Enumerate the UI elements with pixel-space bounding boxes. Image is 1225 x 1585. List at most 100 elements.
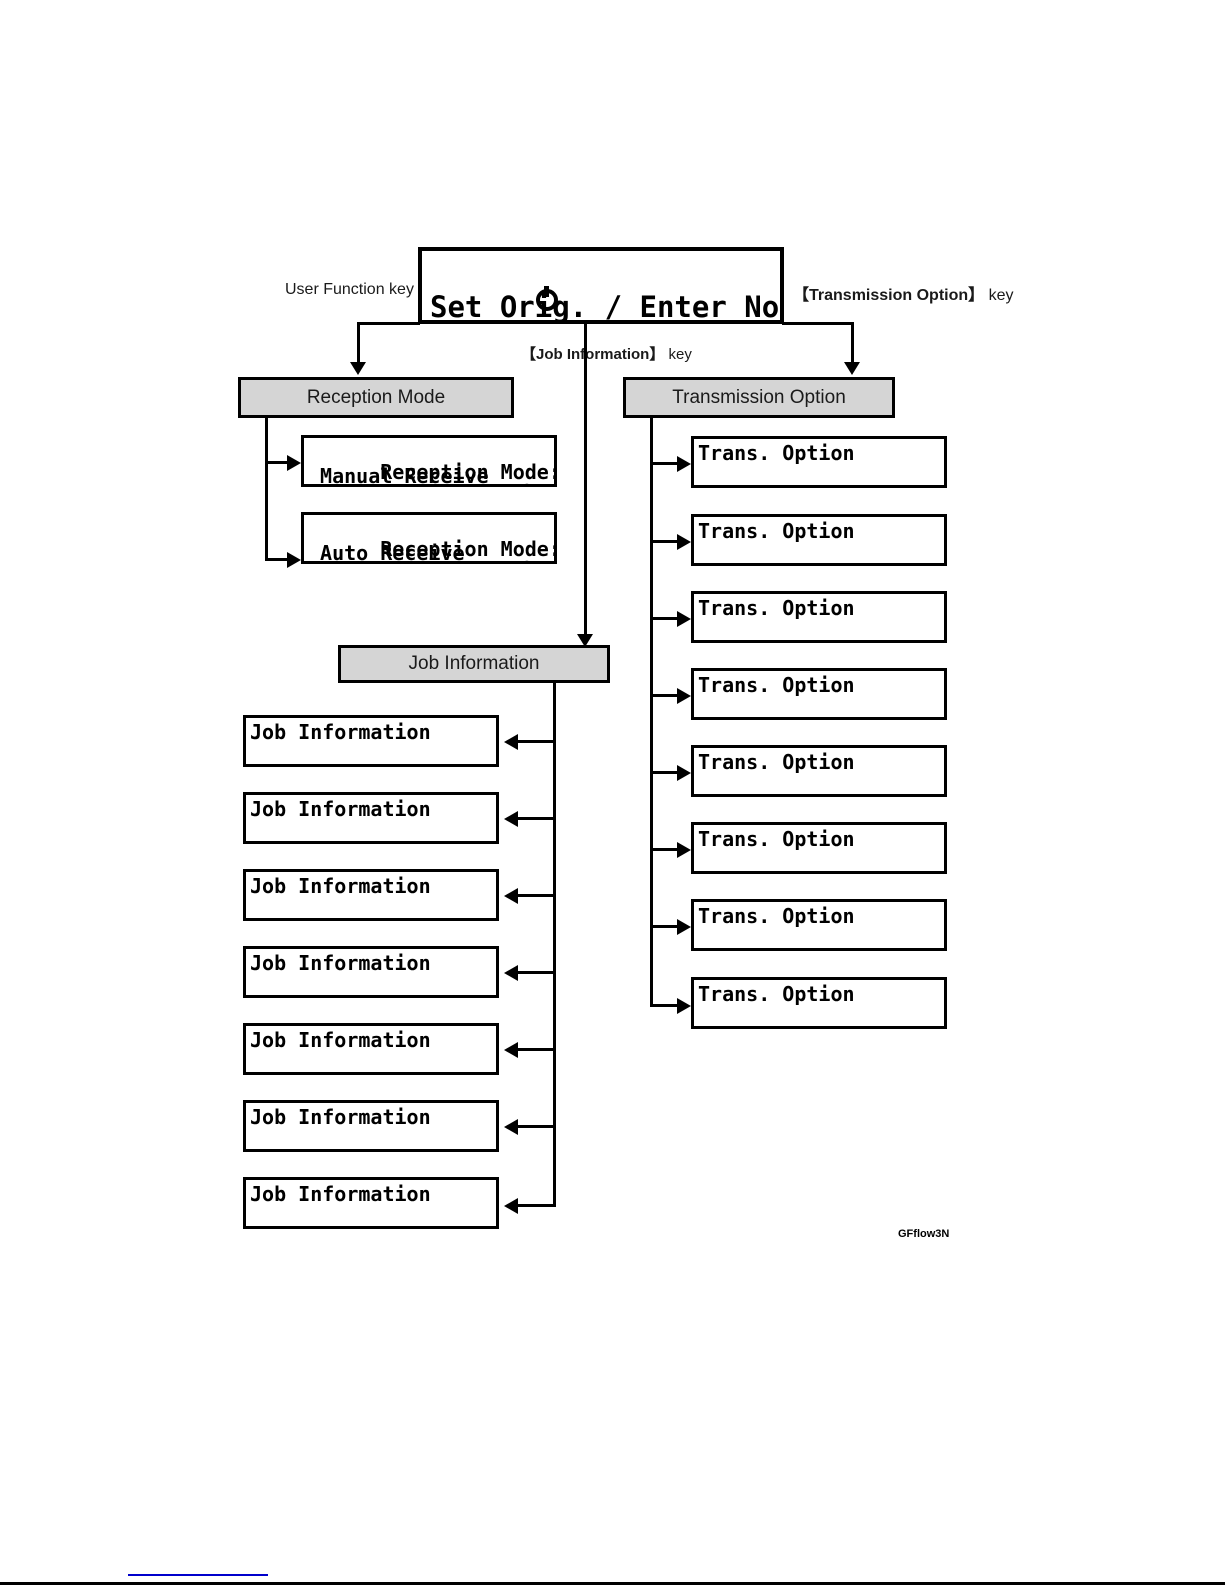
job-information-arrow-2 xyxy=(504,811,518,827)
job-information-item-7[interactable]: Job Information 7.Memory Status ◀▶ xyxy=(243,1177,499,1229)
job-information-item-3-line2-text: 3.RX Status xyxy=(322,918,454,921)
transmission-option-item-8-line2: 9.Transf. Request ◀▶ xyxy=(698,1008,940,1026)
job-information-item-7-line2: 7.Memory Status ◀▶ xyxy=(250,1208,492,1226)
transmission-option-item-5-line2-text: 6.Label Insertion xyxy=(770,794,947,797)
job-information-stub-7 xyxy=(518,1204,556,1207)
transmission-arrow-1 xyxy=(677,456,691,472)
transmission-option-item-7[interactable]: Trans. Option 8.Polling RX ◀▶ xyxy=(691,899,947,951)
transmission-option-item-6-line2-text: 7.Auto Reduction xyxy=(770,871,947,874)
job-information-arrow-5 xyxy=(504,1042,518,1058)
job-information-stub-2 xyxy=(518,817,556,820)
job-information-arrow-7 xyxy=(504,1198,518,1214)
job-information-stub-1 xyxy=(518,740,556,743)
transmission-option-item-6[interactable]: Trans. Option 7.Auto Reduction ◀▶ xyxy=(691,822,947,874)
reception-arrow-2 xyxy=(287,552,301,568)
job-information-stub-6 xyxy=(518,1125,556,1128)
connector-right-vertical xyxy=(851,322,854,364)
job-information-item-7-line2-text: 7.Memory Status xyxy=(322,1226,499,1229)
job-information-arrow-1 xyxy=(504,734,518,750)
transmission-option-item-7-line1: Trans. Option xyxy=(698,904,855,928)
job-information-spine xyxy=(553,683,556,1207)
branch-header-job-information[interactable]: Job Information xyxy=(338,645,610,683)
job-information-item-5-line1: Job Information xyxy=(250,1028,431,1052)
reception-mode-item-2-line1: Reception Mode: ◀▶/OK xyxy=(308,519,554,561)
job-information-item-2[interactable]: Job Information 2.TX Status ◀▶ xyxy=(243,792,499,844)
transmission-option-item-8[interactable]: Trans. Option 9.Transf. Request ◀▶ xyxy=(691,977,947,1029)
reception-mode-item-2-line1-text: Reception Mode: xyxy=(380,537,557,561)
bottom-link-underline[interactable] xyxy=(128,1574,268,1576)
reception-mode-item-1-line1: Reception Mode: ◀▶/OK xyxy=(308,442,554,484)
job-information-item-3[interactable]: Job Information 3.RX Status ◀▶ xyxy=(243,869,499,921)
transmission-arrow-2 xyxy=(677,534,691,550)
job-information-item-4-line1: Job Information xyxy=(250,951,431,975)
branch-header-reception-mode-label: Reception Mode xyxy=(306,386,446,408)
reception-stub-2 xyxy=(265,558,289,561)
connector-left-vertical xyxy=(357,322,360,364)
job-information-item-6[interactable]: Job Information 6.Print Journal ◀▶ xyxy=(243,1100,499,1152)
connector-left-horizontal xyxy=(357,322,420,325)
transmission-option-item-3-line1: Trans. Option xyxy=(698,596,855,620)
branch-header-reception-mode[interactable]: Reception Mode xyxy=(238,377,514,418)
job-information-stub-4 xyxy=(518,971,556,974)
reception-arrow-1 xyxy=(287,455,301,471)
job-information-stub-3 xyxy=(518,894,556,897)
reception-spine xyxy=(265,418,268,561)
job-information-item-5-line2-text: 5.Print TX File xyxy=(322,1072,499,1075)
job-information-item-1[interactable]: Job Information 1.Cancel TX / RX ◀▶ xyxy=(243,715,499,767)
job-information-item-6-line1: Job Information xyxy=(250,1105,431,1129)
job-information-stub-5 xyxy=(518,1048,556,1051)
main-lcd-line1: Ready 100% xyxy=(430,257,776,320)
transmission-option-item-1[interactable]: Trans. Option 1.Send Later ◀▶ xyxy=(691,436,947,488)
transmission-option-item-3-line2-text: 4.Irreg. Scan Area xyxy=(770,640,947,643)
transmission-option-item-7-line2-text: 8.Polling RX xyxy=(770,948,927,951)
connector-right-arrowhead xyxy=(844,362,860,375)
reception-mode-item-2-keyhint: ◀▶/OK xyxy=(485,559,545,561)
transmission-option-item-1-line1: Trans. Option xyxy=(698,441,855,465)
transmission-stub-5 xyxy=(650,771,679,774)
main-lcd-display: Ready 100% Set Orig. / Enter No. xyxy=(418,247,784,324)
job-information-item-2-line1: Job Information xyxy=(250,797,431,821)
transmission-option-item-5-line2: 6.Label Insertion ◀▶ xyxy=(698,776,940,794)
job-information-item-4[interactable]: Job Information 4.Print File List ◀▶ xyxy=(243,946,499,998)
reception-mode-item-1-line2: Manual Receive xyxy=(308,464,489,487)
job-information-key-label: 【Job Information】 key xyxy=(521,343,692,364)
transmission-option-item-7-line2: 8.Polling RX ◀▶ xyxy=(698,930,940,951)
transmission-option-item-8-line2-text: 9.Transf. Request xyxy=(770,1026,947,1029)
transmission-option-item-4[interactable]: Trans. Option 5.FaxHeader Print ◀▶ xyxy=(691,668,947,720)
transmission-option-item-8-line1: Trans. Option xyxy=(698,982,855,1006)
transmission-option-item-2-line1: Trans. Option xyxy=(698,519,855,543)
transmission-option-item-2[interactable]: Trans. Option 2.Personal Code ◀▶ xyxy=(691,514,947,566)
job-information-arrow-6 xyxy=(504,1119,518,1135)
branch-header-transmission-option-label: Transmission Option xyxy=(672,386,846,408)
reception-mode-item-2[interactable]: Reception Mode: ◀▶/OK Auto Receive xyxy=(301,512,557,564)
transmission-arrow-7 xyxy=(677,919,691,935)
transmission-option-item-5[interactable]: Trans. Option 6.Label Insertion ◀▶ xyxy=(691,745,947,797)
job-information-item-2-line2-text: 2.TX Status xyxy=(322,841,454,844)
transmission-option-item-4-line1: Trans. Option xyxy=(698,673,855,697)
bottom-page-rule xyxy=(0,1582,1225,1585)
job-information-item-2-line2: 2.TX Status ◀▶ xyxy=(250,823,492,844)
reception-mode-item-1[interactable]: Reception Mode: ◀▶/OK Manual Receive xyxy=(301,435,557,487)
transmission-stub-6 xyxy=(650,848,679,851)
transmission-option-key-bracket-text: 【Transmission Option】 xyxy=(793,287,985,304)
job-information-key-suffix: key xyxy=(664,346,692,363)
transmission-option-item-2-line2-text: 2.Personal Code xyxy=(770,563,947,566)
job-information-arrow-3 xyxy=(504,888,518,904)
transmission-option-item-6-line1: Trans. Option xyxy=(698,827,855,851)
job-information-item-5-line2: 5.Print TX File ◀▶ xyxy=(250,1054,492,1072)
job-information-item-6-line2: 6.Print Journal ◀▶ xyxy=(250,1131,492,1149)
transmission-option-item-3[interactable]: Trans. Option 4.Irreg. Scan Area ◀▶ xyxy=(691,591,947,643)
power-ready-icon xyxy=(535,286,558,311)
connector-center-vertical xyxy=(584,322,587,636)
job-information-item-1-line2-text: 1.Cancel TX / RX xyxy=(322,764,499,767)
transmission-arrow-5 xyxy=(677,765,691,781)
transmission-option-item-4-line2-text: 5.FaxHeader Print xyxy=(770,717,947,720)
branch-header-transmission-option[interactable]: Transmission Option xyxy=(623,377,895,418)
transmission-option-item-4-line2: 5.FaxHeader Print ◀▶ xyxy=(698,699,940,717)
transmission-option-key-label: 【Transmission Option】 key xyxy=(793,281,1013,305)
transmission-stub-1 xyxy=(650,462,679,465)
job-information-item-5[interactable]: Job Information 5.Print TX File ◀▶ xyxy=(243,1023,499,1075)
job-information-item-3-line2: 3.RX Status ◀▶ xyxy=(250,900,492,921)
job-information-key-bracket-text: 【Job Information】 xyxy=(521,346,665,363)
